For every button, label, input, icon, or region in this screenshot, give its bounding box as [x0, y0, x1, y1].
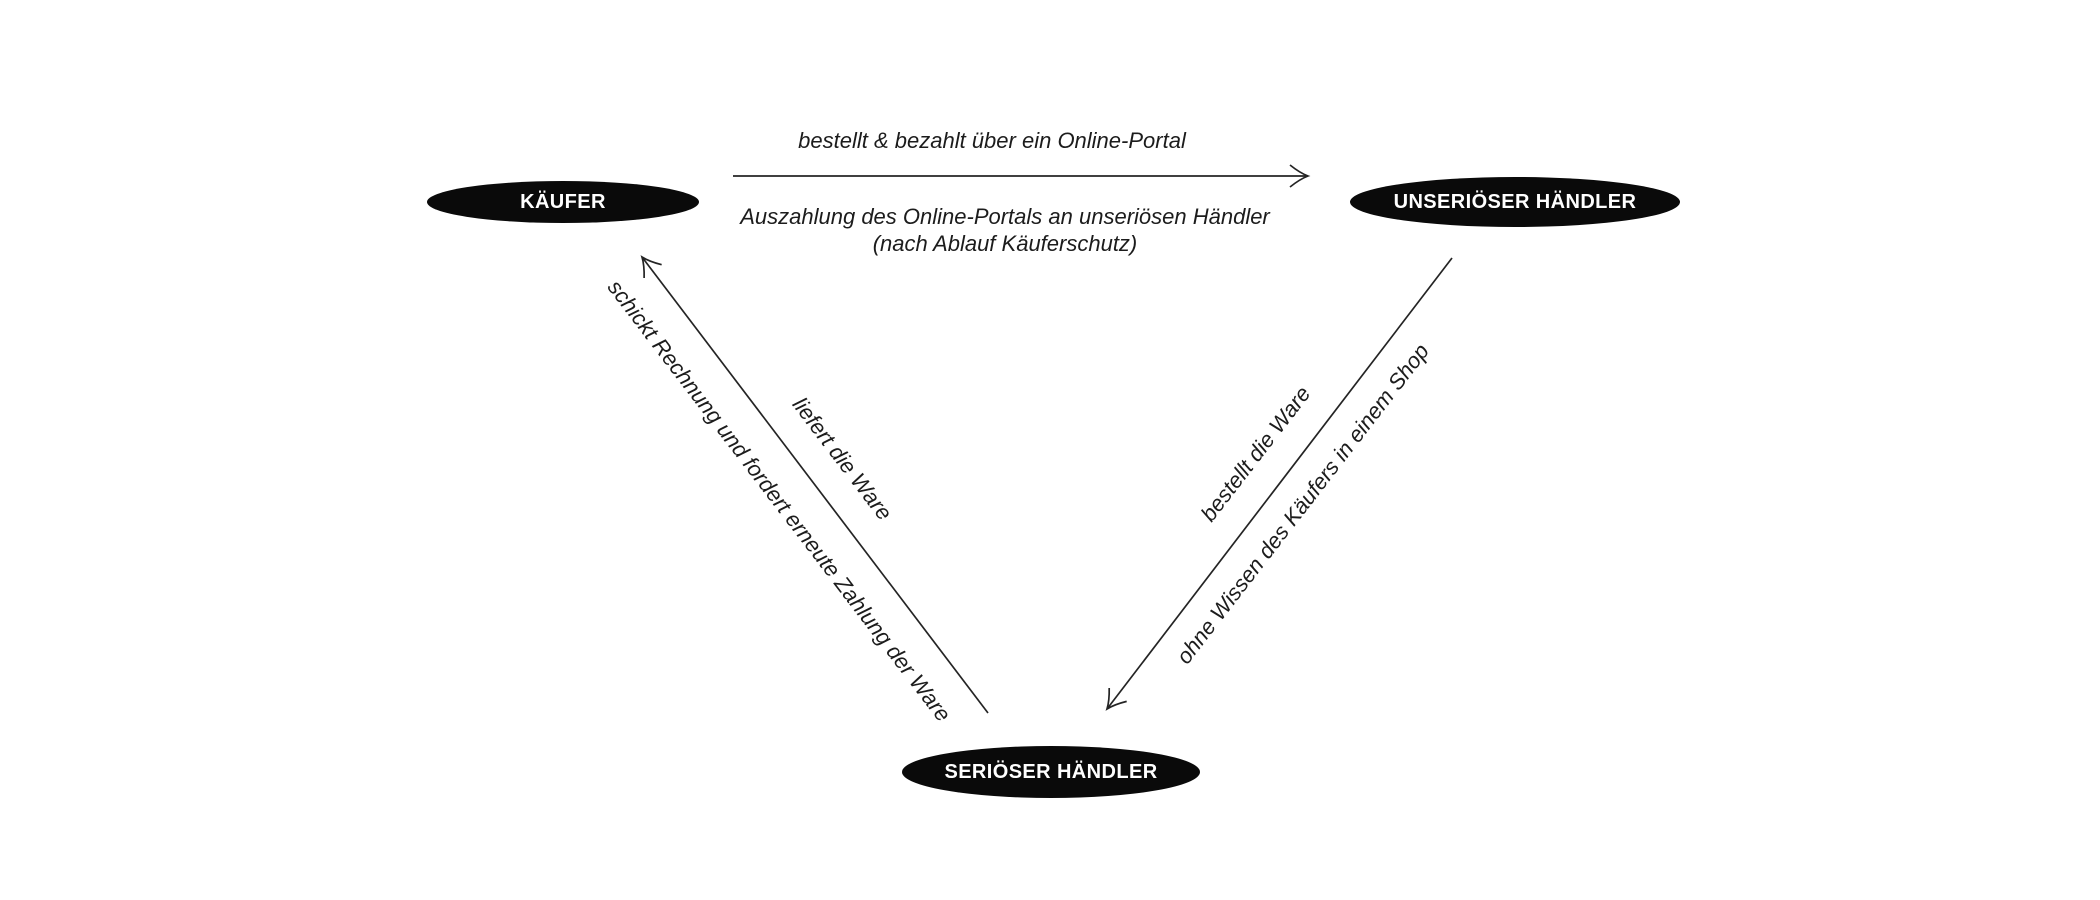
- node-serioeser-haendler-label: SERIÖSER HÄNDLER: [944, 760, 1158, 783]
- node-unserioeser-haendler: UNSERIÖSER HÄNDLER: [1350, 177, 1680, 227]
- edge-label-bestellt-bezahlt: bestellt & bezahlt über ein Online-Porta…: [798, 128, 1186, 153]
- arrow-unserioeser-to-serioeser: [1105, 257, 1453, 711]
- node-unserioeser-haendler-label: UNSERIÖSER HÄNDLER: [1393, 190, 1637, 213]
- node-serioeser-haendler: SERIÖSER HÄNDLER: [902, 746, 1200, 798]
- node-kaeufer: KÄUFER: [427, 181, 699, 223]
- edge-label-auszahlung-line1: Auszahlung des Online-Portals an unseriö…: [740, 204, 1270, 229]
- edge-label-auszahlung-line2: (nach Ablauf Käuferschutz): [872, 231, 1138, 256]
- edge-label-auszahlung: Auszahlung des Online-Portals an unseriö…: [740, 203, 1270, 257]
- node-kaeufer-label: KÄUFER: [520, 190, 606, 213]
- arrow-serioeser-to-kaeufer: [640, 255, 989, 714]
